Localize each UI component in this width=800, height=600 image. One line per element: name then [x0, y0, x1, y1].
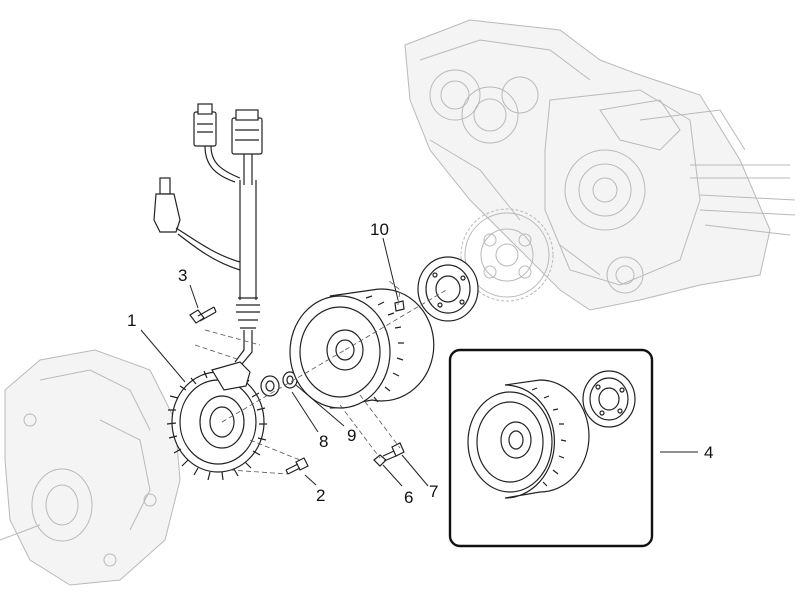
callout-9: 9	[347, 426, 357, 445]
sprocket-gear	[460, 208, 554, 302]
pin-part-7	[391, 442, 405, 457]
callout-6: 6	[404, 488, 414, 507]
callout-7: 7	[429, 482, 439, 501]
callout-3: 3	[178, 266, 188, 285]
engine-side-cover	[0, 349, 181, 586]
stator-part-1	[166, 361, 267, 481]
leader-lines	[140, 237, 698, 487]
freewheel-ring	[417, 256, 479, 322]
callout-4: 4	[704, 443, 714, 462]
bolt-part-3	[189, 306, 217, 324]
crankcase-engine-block	[404, 19, 796, 311]
wiring-harness	[153, 103, 263, 365]
callout-10: 10	[370, 220, 389, 239]
callout-2: 2	[316, 486, 326, 505]
nut-part-8	[260, 375, 280, 397]
callout-1: 1	[127, 311, 137, 330]
bolt-part-2	[285, 457, 309, 475]
kit-box-part-4	[448, 348, 654, 548]
bolt-part-6	[373, 450, 397, 467]
callout-8: 8	[319, 432, 329, 451]
key-part-10	[394, 300, 405, 312]
flywheel-rotor	[289, 288, 435, 409]
assembly-guides	[194, 279, 449, 475]
